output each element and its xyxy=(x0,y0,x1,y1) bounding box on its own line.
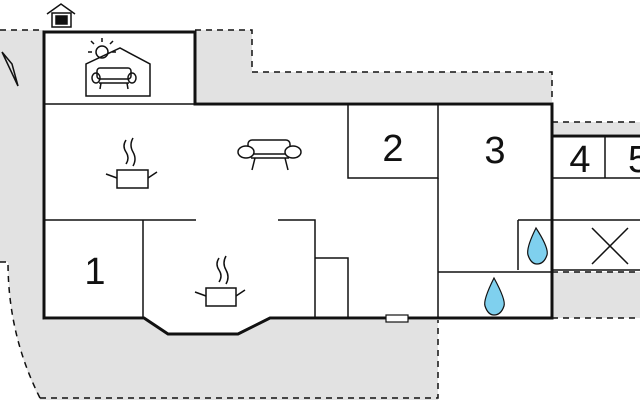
living-south-wall-right xyxy=(278,219,316,318)
water-drop-icon xyxy=(484,276,505,316)
room-label-5: 5 xyxy=(628,139,640,181)
room-label-2: 2 xyxy=(382,128,403,170)
closet-wall xyxy=(315,257,349,318)
interior-walls xyxy=(44,103,606,318)
water-drop-icon xyxy=(527,226,548,265)
room-label-1: 1 xyxy=(84,251,105,293)
cross-mark-icon xyxy=(591,227,629,265)
door-sill xyxy=(385,314,409,323)
room-label-4: 4 xyxy=(569,139,590,181)
roof-marker xyxy=(1,51,19,87)
bottom-boundary xyxy=(40,320,439,399)
top-boundary xyxy=(195,29,553,102)
exterior-wall xyxy=(42,30,554,336)
top-terrace xyxy=(195,30,552,102)
left-lower-boundary xyxy=(0,261,41,399)
outdoor-boundaries xyxy=(0,29,640,399)
room-label-3: 3 xyxy=(484,130,505,172)
shower-wall xyxy=(517,219,553,270)
building-floor xyxy=(44,32,552,334)
right-bottom-terrace xyxy=(552,272,640,318)
annex-wall xyxy=(552,135,640,271)
house-entrance-icon xyxy=(46,3,76,28)
cooking-pot-icon xyxy=(105,137,158,189)
room2-wall xyxy=(347,104,439,179)
sunroom-sofa-icon xyxy=(85,38,151,97)
sofa-icon xyxy=(237,139,302,171)
annex-dividers xyxy=(551,136,606,178)
right-terrace xyxy=(552,122,640,134)
left-top-terrace xyxy=(0,30,44,262)
right-bottom-boundary xyxy=(552,271,640,319)
cooking-pot-icon xyxy=(194,255,246,307)
